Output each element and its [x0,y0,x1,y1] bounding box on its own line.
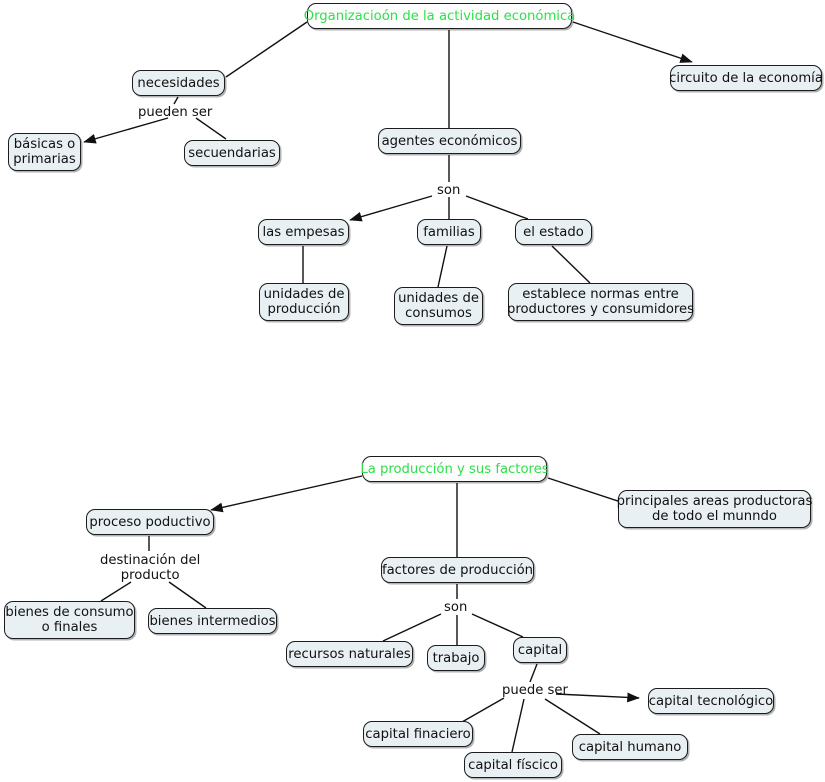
node-trabajo[interactable]: trabajo [427,645,485,671]
node-capital-fiscico[interactable]: capital físcico [464,752,562,778]
node-root-organizacion[interactable]: Organizacioón de la actividad económica [304,3,575,29]
edge-son2-to-recursos [382,613,442,642]
edge-root-to-circuito [572,21,693,63]
node-factores-de-produccion[interactable]: factores de producción [381,557,534,583]
edge-son-to-estado [465,195,529,220]
link-puede-ser: puede ser [502,683,568,698]
edge-son-to-empesas [349,195,433,222]
node-proceso-poductivo[interactable]: proceso poductivo [86,509,214,535]
node-principales-areas[interactable]: principales areas productoras de todo el… [617,490,812,528]
edge-puede-ser-to-humano [544,698,601,735]
node-capital-finaciero[interactable]: capital finaciero [363,721,473,747]
node-bienes-intermedios[interactable]: bienes intermedios [148,608,277,634]
node-unidades-de-consumos[interactable]: unidades de consumos [394,287,483,325]
edge-estado-to-normas [551,245,591,284]
edge-necesidades-to-label [173,96,179,105]
link-pueden-ser: pueden ser [138,105,213,120]
node-capital-tecnologico[interactable]: capital tecnológico [648,688,774,714]
node-basicas-o-primarias[interactable]: básicas o primarias [8,133,81,171]
edge-son2-to-capital [471,613,524,638]
node-el-estado[interactable]: el estado [515,219,592,245]
edge-root-to-necesidades [225,21,308,78]
link-son-agentes: son [437,183,461,198]
node-agentes-economicos[interactable]: agentes económicos [378,128,521,154]
edge-label-to-basicas [83,117,169,144]
edge-capital-to-puede-ser [529,663,538,683]
link-son-factores: son [444,600,468,615]
node-recursos-naturales[interactable]: recursos naturales [286,641,413,667]
node-necesidades[interactable]: necesidades [132,70,225,96]
edge-label-to-secuendarias [195,117,227,140]
edge-root2-to-proceso [210,475,363,513]
node-establece-normas[interactable]: establece normas entre productores y con… [507,283,694,321]
edge-familias-to-consumos [437,245,448,288]
node-familias[interactable]: familias [417,219,481,245]
node-root-produccion[interactable]: La producción y sus factores [360,456,549,482]
edge-puede-ser-to-fiscico [511,698,525,753]
edge-destinacion-to-bienes-intermedios [168,581,207,609]
node-circuito-de-la-economia[interactable]: circuito de la economía [669,65,823,91]
edge-puede-ser-to-tecnologico [555,692,640,703]
node-capital[interactable]: capital [513,637,567,663]
node-las-empesas[interactable]: las empesas [258,219,349,245]
edge-puede-ser-to-finaciero [461,697,505,723]
node-unidades-de-produccion[interactable]: unidades de producción [259,283,349,321]
edge-destinacion-to-bienes-consumo [100,581,132,602]
node-capital-humano[interactable]: capital humano [572,734,688,760]
link-destinacion-del-producto: destinación del producto [100,553,201,583]
node-bienes-de-consumo-o-finales[interactable]: bienes de consumo o finales [4,601,135,639]
node-secuendarias[interactable]: secuendarias [184,140,280,166]
